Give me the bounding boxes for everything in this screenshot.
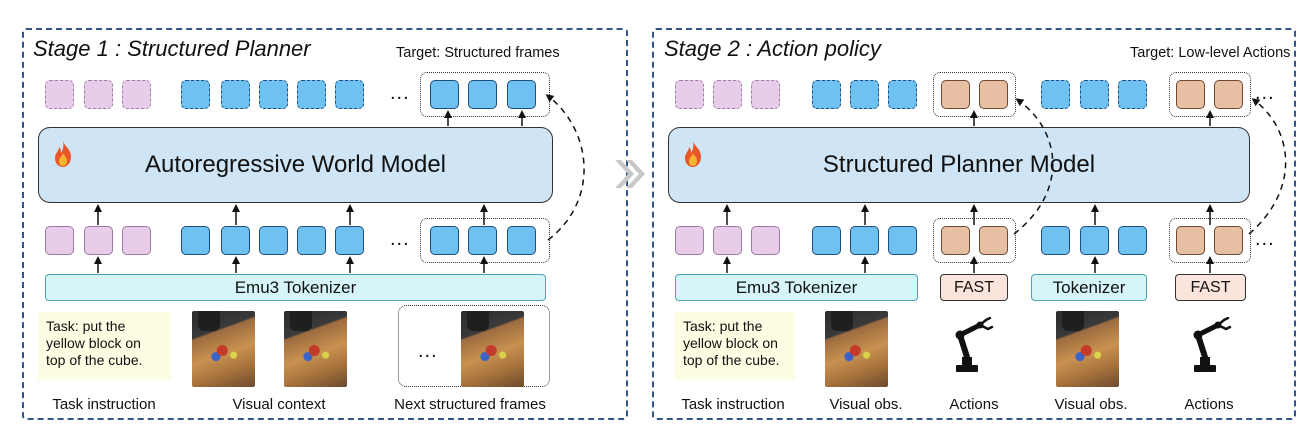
target-action-token	[941, 80, 970, 109]
visual-context-frame	[192, 311, 255, 387]
fast-action-tokenizer: FAST	[940, 274, 1008, 301]
input-frame-token	[430, 226, 459, 255]
ellipsis: ...	[390, 82, 410, 104]
stage2-title: Stage 2 : Action policy	[664, 36, 881, 61]
output-visual-token	[1118, 80, 1147, 109]
ellipsis: ...	[1255, 228, 1275, 250]
target-action-token	[1176, 80, 1205, 109]
ellipsis: ...	[390, 228, 410, 250]
input-visual-token	[221, 226, 250, 255]
caption-next-structured-frames: Next structured frames	[394, 396, 546, 413]
input-text-token	[751, 226, 780, 255]
input-frame-token	[468, 226, 497, 255]
robot-arm-icon	[955, 317, 994, 372]
robot-arm-icon	[1193, 317, 1232, 372]
output-text-token	[713, 80, 742, 109]
structured-planner-model: Structured Planner Model	[668, 127, 1250, 203]
visual-context-frame	[284, 311, 347, 387]
output-text-token	[84, 80, 113, 109]
caption-visual-obs: Visual obs.	[1054, 396, 1128, 413]
autoregressive-world-model: Autoregressive World Model	[38, 127, 553, 203]
stage2-target-label: Target: Low-level Actions	[1130, 45, 1291, 61]
output-visual-token	[297, 80, 326, 109]
caption-task-instruction: Task instruction	[52, 396, 156, 413]
target-frame-token	[430, 80, 459, 109]
input-text-token	[84, 226, 113, 255]
output-visual-token	[181, 80, 210, 109]
task-instruction-box: Task: put the yellow block on top of the…	[38, 312, 171, 380]
stage1-panel	[22, 28, 628, 420]
output-text-token	[122, 80, 151, 109]
input-frame-token	[507, 226, 536, 255]
visual-observation-frame	[1056, 311, 1119, 387]
flame-icon	[685, 141, 701, 167]
target-frame-token	[507, 80, 536, 109]
caption-visual-context: Visual context	[232, 396, 326, 413]
output-visual-token	[259, 80, 288, 109]
output-visual-token	[335, 80, 364, 109]
input-action-token	[979, 226, 1008, 255]
caption-task-instruction: Task instruction	[681, 396, 785, 413]
input-visual-token	[888, 226, 917, 255]
next-structured-frame	[461, 311, 524, 387]
input-text-token	[122, 226, 151, 255]
input-action-token	[941, 226, 970, 255]
target-action-token	[1214, 80, 1243, 109]
output-visual-token	[1041, 80, 1070, 109]
input-text-token	[713, 226, 742, 255]
output-visual-token	[850, 80, 879, 109]
input-text-token	[45, 226, 74, 255]
input-action-token	[1176, 226, 1205, 255]
double-chevron-right-icon	[615, 160, 645, 188]
emu3-tokenizer: Emu3 Tokenizer	[45, 274, 546, 301]
input-visual-token	[259, 226, 288, 255]
visual-tokenizer: Tokenizer	[1031, 274, 1147, 301]
output-visual-token	[221, 80, 250, 109]
input-visual-token	[297, 226, 326, 255]
output-text-token	[45, 80, 74, 109]
target-frame-token	[468, 80, 497, 109]
task-instruction-box: Task: put the yellow block on top of the…	[675, 312, 795, 380]
input-visual-token	[812, 226, 841, 255]
stage1-target-label: Target: Structured frames	[396, 45, 560, 61]
visual-observation-frame	[825, 311, 888, 387]
target-action-token	[979, 80, 1008, 109]
fast-action-tokenizer: FAST	[1175, 274, 1246, 301]
caption-visual-obs: Visual obs.	[829, 396, 903, 413]
stage1-title: Stage 1 : Structured Planner	[33, 36, 311, 61]
output-visual-token	[888, 80, 917, 109]
ellipsis: ...	[418, 340, 438, 362]
emu3-tokenizer: Emu3 Tokenizer	[675, 274, 918, 301]
input-visual-token	[335, 226, 364, 255]
flame-icon	[55, 141, 71, 167]
output-visual-token	[1080, 80, 1109, 109]
caption-actions: Actions	[1184, 396, 1234, 413]
output-text-token	[751, 80, 780, 109]
input-visual-token	[1041, 226, 1070, 255]
caption-actions: Actions	[949, 396, 999, 413]
input-visual-token	[1080, 226, 1109, 255]
stage2-panel	[652, 28, 1296, 420]
input-visual-token	[181, 226, 210, 255]
input-action-token	[1214, 226, 1243, 255]
output-visual-token	[812, 80, 841, 109]
input-visual-token	[1118, 226, 1147, 255]
input-visual-token	[850, 226, 879, 255]
output-text-token	[675, 80, 704, 109]
input-text-token	[675, 226, 704, 255]
